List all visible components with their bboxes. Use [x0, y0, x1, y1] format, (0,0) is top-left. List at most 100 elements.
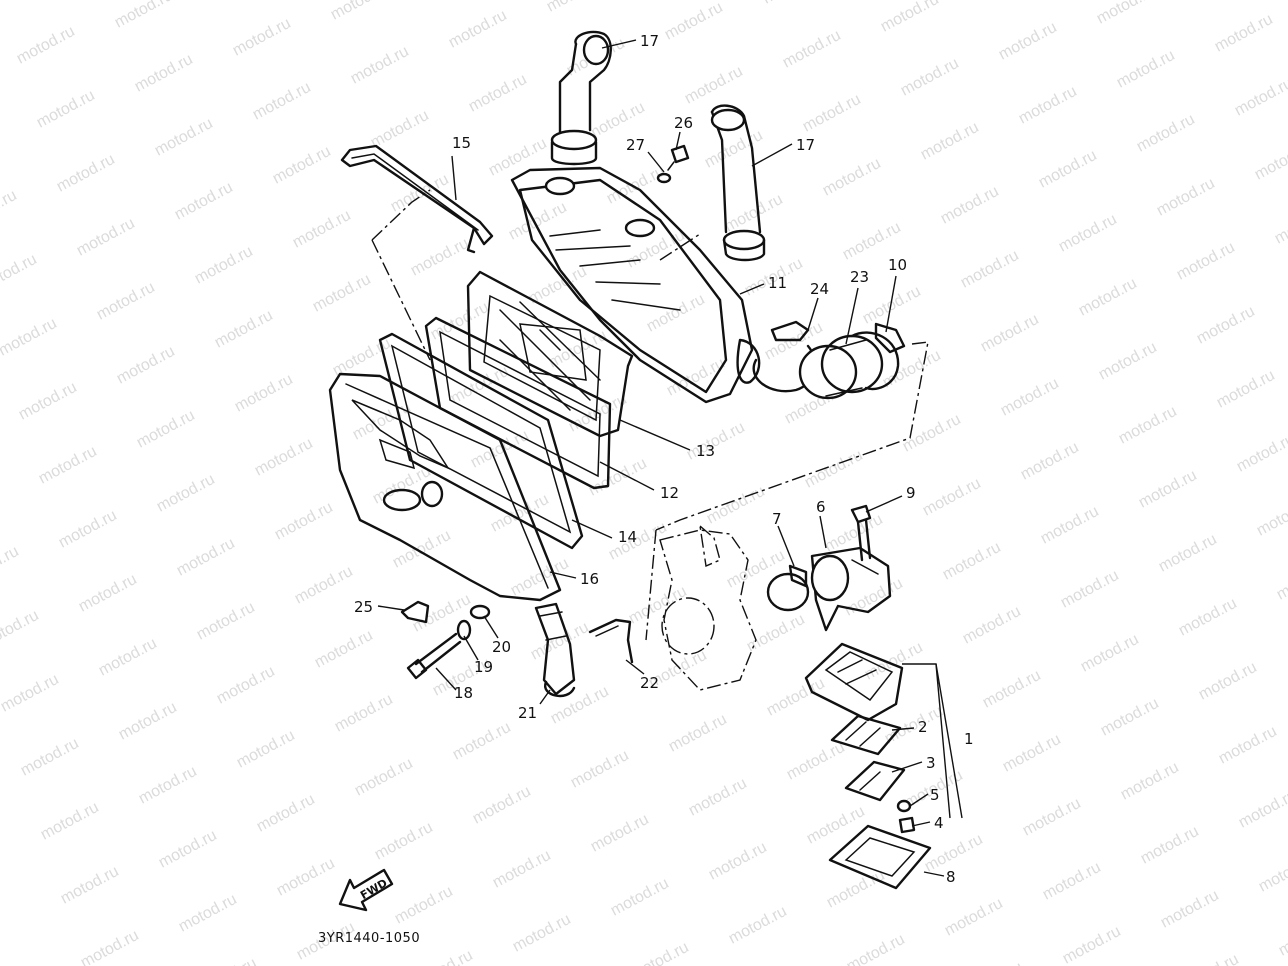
watermark-text: motod.ru: [1196, 659, 1260, 704]
watermark-text: motod.ru: [1138, 823, 1202, 868]
watermark-text: motod.ru: [1134, 111, 1198, 156]
watermark-text: motod.ru: [0, 0, 58, 4]
callout-7: 7: [772, 510, 782, 528]
callout-26: 26: [674, 114, 693, 132]
watermark-text: motod.ru: [898, 55, 962, 100]
watermark-text: motod.ru: [112, 0, 176, 32]
watermark-text: motod.ru: [1276, 915, 1288, 960]
watermark-text: motod.ru: [0, 607, 42, 652]
watermark-text: motod.ru: [154, 471, 218, 516]
gasket-8: [828, 824, 932, 890]
watermark-text: motod.ru: [54, 151, 118, 196]
watermark-text: motod.ru: [726, 903, 790, 948]
watermark-text: motod.ru: [940, 539, 1004, 584]
watermark-text: motod.ru: [702, 127, 766, 172]
watermark-text: motod.ru: [272, 499, 336, 544]
callout-11: 11: [768, 274, 787, 292]
intake-hose-upper-right: [710, 104, 766, 262]
bracket-25: [400, 600, 430, 624]
callout-24: 24: [810, 280, 829, 298]
watermark-text: motod.ru: [1060, 923, 1124, 966]
watermark-text: motod.ru: [682, 63, 746, 108]
watermark-text: motod.ru: [1058, 567, 1122, 612]
watermark-text: motod.ru: [428, 299, 492, 344]
bolt-26: [667, 144, 690, 171]
watermark-text: motod.ru: [724, 547, 788, 592]
callout-19: 19: [474, 658, 493, 676]
watermark-text: motod.ru: [544, 0, 608, 16]
watermark-text: motod.ru: [842, 575, 906, 620]
hose-22: [588, 618, 634, 664]
watermark-text: motod.ru: [1158, 887, 1222, 932]
watermark-text: motod.ru: [1194, 303, 1258, 348]
watermark-text: motod.ru: [450, 719, 514, 764]
intake-hose-upper-left: [550, 30, 612, 166]
watermark-text: motod.ru: [254, 791, 318, 836]
callout-27: 27: [626, 136, 645, 154]
watermark-text: motod.ru: [958, 247, 1022, 292]
watermark-text: motod.ru: [74, 215, 138, 260]
callout-20: 20: [492, 638, 511, 656]
watermark-text: motod.ru: [486, 135, 550, 180]
watermark-text: motod.ru: [310, 271, 374, 316]
watermark-text: motod.ru: [290, 207, 354, 252]
watermark-text: motod.ru: [878, 0, 942, 36]
watermark-text: motod.ru: [664, 355, 728, 400]
watermark-text: motod.ru: [132, 51, 196, 96]
watermark-text: motod.ru: [938, 183, 1002, 228]
watermark-text: motod.ru: [1096, 339, 1160, 384]
watermark-text: motod.ru: [880, 347, 944, 392]
watermark-text: motod.ru: [784, 739, 848, 784]
watermark-text: motod.ru: [1118, 759, 1182, 804]
watermark-text: motod.ru: [804, 803, 868, 848]
gasket-14: [378, 332, 584, 550]
bolt-18: [406, 632, 462, 680]
watermark-text: motod.ru: [1136, 467, 1200, 512]
watermark-text: motod.ru: [96, 635, 160, 680]
watermark-text: motod.ru: [466, 71, 530, 116]
watermark-text: motod.ru: [824, 867, 888, 912]
watermark-text: motod.ru: [0, 671, 62, 716]
watermark-text: motod.ru: [1040, 859, 1104, 904]
watermark-text: motod.ru: [270, 143, 334, 188]
watermark-text: motod.ru: [214, 663, 278, 708]
watermark-text: motod.ru: [628, 939, 692, 966]
watermark-text: motod.ru: [14, 23, 78, 68]
callout-6: 6: [816, 498, 826, 516]
watermark-text: motod.ru: [588, 811, 652, 856]
callout-1: 1: [964, 730, 974, 748]
watermark-text: motod.ru: [250, 79, 314, 124]
watermark-text: motod.ru: [176, 891, 240, 936]
watermark-text: motod.ru: [528, 619, 592, 664]
watermark-text: motod.ru: [1214, 367, 1278, 412]
watermark-text: motod.ru: [1174, 239, 1238, 284]
watermark-text: motod.ru: [34, 87, 98, 132]
stopper-3: [844, 760, 906, 802]
callout-9: 9: [906, 484, 916, 502]
watermark-text: motod.ru: [0, 251, 40, 296]
watermark-text: motod.ru: [56, 507, 120, 552]
filter-element-13: [466, 270, 634, 438]
watermark-text: motod.ru: [684, 419, 748, 464]
watermark-text: motod.ru: [36, 443, 100, 488]
watermark-text: motod.ru: [194, 599, 258, 644]
watermark-text: motod.ru: [156, 827, 220, 872]
watermark-text: motod.ru: [76, 571, 140, 616]
watermark-text: motod.ru: [1036, 147, 1100, 192]
watermark-text: motod.ru: [1216, 723, 1280, 768]
watermark-text: motod.ru: [998, 375, 1062, 420]
carburetor-outline: [659, 524, 757, 691]
watermark-text: motod.ru: [0, 315, 60, 360]
watermark-text: motod.ru: [918, 119, 982, 164]
watermark-text: motod.ru: [1038, 503, 1102, 548]
watermark-text: motod.ru: [586, 455, 650, 500]
watermark-text: motod.ru: [1212, 11, 1276, 56]
watermark-text: motod.ru: [116, 699, 180, 744]
watermark-text: motod.ru: [348, 43, 412, 88]
watermark-text: motod.ru: [1056, 211, 1120, 256]
callout-labels: 17 17 26 27 15 11 24 23 10 13 12 14 16 9…: [354, 32, 974, 886]
watermark-text: motod.ru: [16, 379, 80, 424]
callout-14: 14: [618, 528, 637, 546]
watermark-text: motod.ru: [1020, 795, 1084, 840]
watermark-text: motod.ru: [666, 711, 730, 756]
